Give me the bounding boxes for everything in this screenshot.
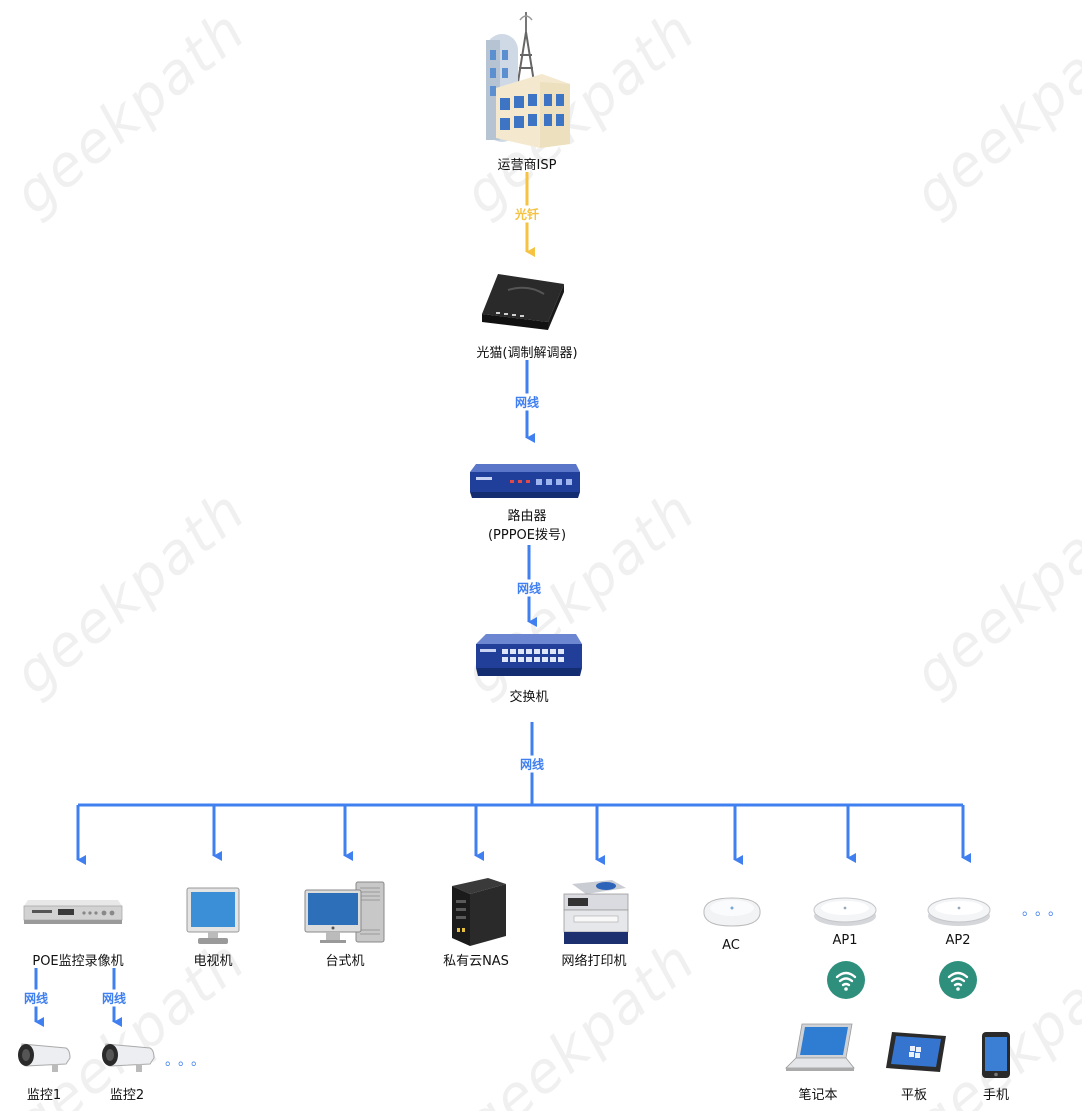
ap2-label: AP2 — [945, 933, 971, 948]
edge-label-net: 网线 — [100, 989, 128, 1007]
laptop-icon — [785, 1023, 855, 1071]
phone-label: 手机 — [982, 1088, 1010, 1103]
tablet-icon — [886, 1032, 946, 1072]
nvr-icon — [23, 900, 123, 924]
phone-icon — [982, 1032, 1010, 1078]
router-label-line2: (PPPOE拨号) — [487, 528, 567, 543]
isp-label: 运营商ISP — [497, 158, 557, 173]
camera2-label: 监控2 — [109, 1088, 145, 1103]
more-devices-ellipsis: 。。。 — [1022, 903, 1068, 919]
modem-label: 光猫(调制解调器) — [476, 346, 578, 361]
edge-label-net: 网线 — [22, 989, 50, 1007]
printer-icon — [563, 880, 629, 944]
desktop-icon — [304, 881, 385, 943]
switch-icon — [476, 634, 582, 676]
switch-label: 交换机 — [509, 690, 549, 705]
ap2-icon — [927, 897, 991, 926]
camera1-label: 监控1 — [26, 1088, 62, 1103]
laptop-label: 笔记本 — [798, 1088, 838, 1103]
wifi-signal-icon — [827, 961, 865, 999]
ac-icon — [703, 897, 761, 927]
isp-building-icon — [486, 12, 570, 148]
ap1-label: AP1 — [832, 933, 858, 948]
printer-label: 网络打印机 — [561, 954, 627, 969]
more-cameras-ellipsis: 。。。 — [165, 1053, 211, 1069]
nas-icon — [452, 878, 506, 946]
nvr-label: POE监控录像机 — [32, 954, 124, 969]
edge-label-net: 网线 — [515, 579, 543, 597]
router-label-line1: 路由器 — [507, 509, 547, 524]
camera2-icon — [102, 1043, 155, 1072]
edge-label-fiber: 光钎 — [513, 205, 541, 223]
nas-label: 私有云NAS — [443, 954, 509, 969]
ac-label: AC — [722, 938, 740, 953]
camera1-icon — [18, 1043, 71, 1072]
modem-icon — [482, 274, 564, 330]
edge-label-net: 网线 — [518, 755, 546, 773]
ap1-icon — [813, 897, 877, 926]
desktop-label: 台式机 — [325, 954, 365, 969]
wifi-signal-icon — [939, 961, 977, 999]
edge-label-net: 网线 — [513, 393, 541, 411]
router-icon — [470, 464, 580, 498]
tv-icon — [186, 887, 240, 944]
tv-label: 电视机 — [193, 954, 233, 969]
tablet-label: 平板 — [900, 1088, 928, 1103]
